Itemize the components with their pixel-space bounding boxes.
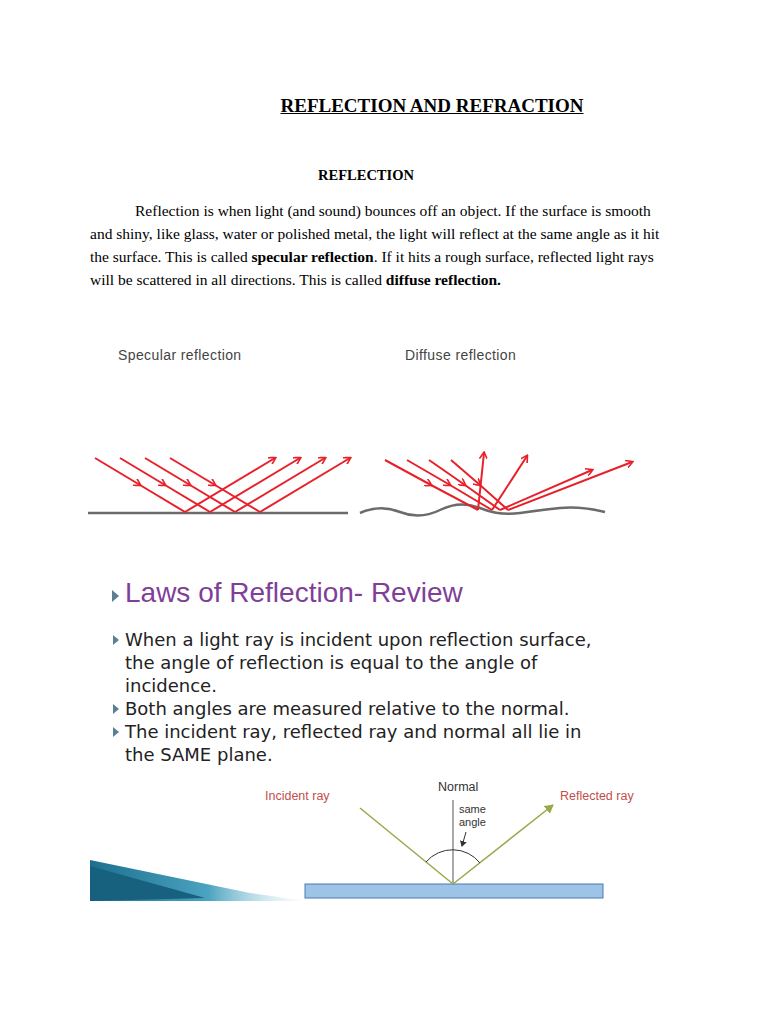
ray-label: Incident ray	[265, 789, 330, 803]
figure-caption: Diffuse reflection	[405, 347, 516, 363]
normal-label: Normal	[437, 780, 479, 794]
reflection-law-figure	[90, 800, 603, 901]
figure-caption: Specular reflection	[118, 347, 242, 363]
bullet-text: Both angles are measured relative to the…	[125, 697, 597, 720]
key-term: specular reflection	[252, 248, 374, 265]
slide-heading: Laws of Reflection- Review	[125, 577, 463, 609]
bullet-text: When a light ray is incident upon reflec…	[125, 628, 597, 697]
diffuse-figure	[360, 453, 632, 516]
section-heading: REFLECTION	[266, 167, 466, 184]
specular-figure	[88, 458, 350, 513]
angle-label: same angle	[459, 803, 505, 829]
bullet-text: The incident ray, reflected ray and norm…	[125, 720, 597, 766]
ray-label: Reflected ray	[560, 789, 634, 803]
body-paragraph: Reflection is when light (and sound) bou…	[90, 199, 668, 291]
key-term: diffuse reflection.	[386, 271, 501, 288]
page-title: REFLECTION AND REFRACTION	[232, 95, 632, 117]
